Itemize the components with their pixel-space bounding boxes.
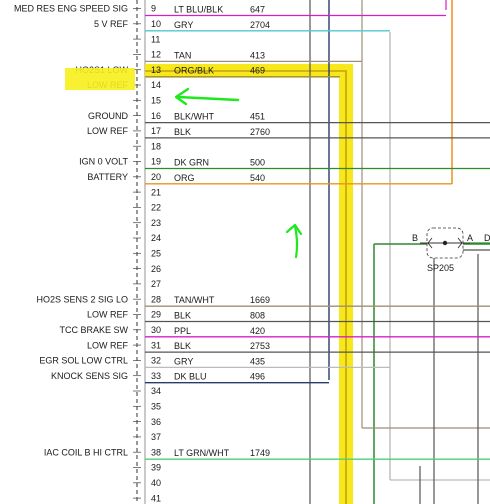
- signal-label: BATTERY: [87, 172, 128, 182]
- pin-number: 41: [151, 493, 161, 503]
- wire-color-label: DK BLU: [174, 372, 207, 382]
- pin-number: 19: [151, 157, 161, 167]
- pin-number: 33: [151, 371, 161, 381]
- signal-label: GROUND: [88, 111, 128, 121]
- wire-circuit-number: 2760: [250, 127, 270, 137]
- signal-label: LOW REF: [87, 126, 129, 136]
- wire-color-label: DK GRN: [174, 158, 209, 168]
- wire-color-label: BLK: [174, 127, 191, 137]
- wire-circuit-number: 2704: [250, 20, 270, 30]
- wire-circuit-number: 420: [250, 326, 265, 336]
- signal-label: MED RES ENG SPEED SIG: [14, 4, 128, 14]
- pin-number: 36: [151, 417, 161, 427]
- pin-number: 11: [151, 34, 160, 44]
- pin-number: 37: [151, 432, 161, 442]
- signal-label: IGN 0 VOLT: [79, 157, 128, 167]
- signal-label: KNOCK SENS SIG: [51, 371, 128, 381]
- wire-circuit-number: 1669: [250, 295, 270, 305]
- pin-number: 29: [151, 310, 161, 320]
- wire-color-label: TAN: [174, 50, 191, 60]
- wire-circuit-number: 469: [250, 66, 265, 76]
- pin-number: 10: [151, 19, 161, 29]
- wire-circuit-number: 2753: [250, 341, 270, 351]
- annotation-arrowhead-up-icon: [285, 223, 303, 236]
- pin-number: 26: [151, 264, 161, 274]
- pin-number: 32: [151, 356, 161, 366]
- wire-circuit-number: 500: [250, 158, 265, 168]
- wire-color-label: GRY: [174, 356, 193, 366]
- splice-node-icon: [442, 240, 448, 246]
- signal-label: HO2S SENS 2 SIG LO: [36, 294, 128, 304]
- annotation-arrow-up-icon: [293, 224, 299, 259]
- pin-number: 38: [151, 447, 161, 457]
- signal-label: LOW REF: [87, 310, 129, 320]
- pin-number: 14: [151, 80, 161, 90]
- wire-color-label: ORG: [174, 173, 195, 183]
- wire-circuit-number: 647: [250, 5, 265, 15]
- wire-circuit-number: 1749: [250, 448, 270, 458]
- signal-label: 5 V REF: [94, 19, 129, 29]
- pin-number: 25: [151, 249, 161, 259]
- pin-number: 40: [151, 478, 161, 488]
- wire-circuit-number: 496: [250, 372, 265, 382]
- pin-number: 15: [151, 96, 161, 106]
- pin-number: 16: [151, 111, 161, 121]
- pin-number: 9: [151, 4, 156, 14]
- pin-number: 27: [151, 279, 161, 289]
- annotation-group: [65, 68, 303, 259]
- annotation-arrowhead-left-icon: [174, 87, 190, 106]
- wire-color-label: BLK: [174, 341, 191, 351]
- wire-color-label: BLK: [174, 311, 191, 321]
- pin-number: 30: [151, 325, 161, 335]
- wire-color-label: TAN/WHT: [174, 295, 215, 305]
- pin-number: 39: [151, 463, 161, 473]
- splice-name: SP205: [427, 263, 454, 273]
- pin-number: 12: [151, 50, 161, 60]
- highlighted-trace: [145, 70, 347, 504]
- pin-number: 13: [151, 65, 161, 75]
- wire-circuit-number: 451: [250, 112, 265, 122]
- wire-circuit-number: 413: [250, 50, 265, 60]
- pin-number: 28: [151, 294, 161, 304]
- wire-circuit-number: 435: [250, 356, 265, 366]
- pin-number: 35: [151, 402, 161, 412]
- wire-color-label: LT GRN/WHT: [174, 448, 230, 458]
- pin-number-column: 9 10 11 12 13 14 15 16 17 18 19 20 21 22 23 24 25 26 27 28 2…: [133, 4, 161, 503]
- splice-side-d: D: [484, 233, 490, 243]
- pin-number: 21: [151, 187, 161, 197]
- wire-color-label: LT BLU/BLK: [174, 5, 223, 15]
- pin-number: 34: [151, 386, 161, 396]
- pin-number: 20: [151, 172, 161, 182]
- pin-number: 23: [151, 218, 161, 228]
- splice-left-chevron-icon: [427, 237, 433, 249]
- pin-number: 18: [151, 141, 161, 151]
- splice-side-b: B: [412, 233, 418, 243]
- pin-number: 17: [151, 126, 161, 136]
- annotation-arrow-left-icon: [176, 95, 240, 102]
- label-highlight-box: [65, 68, 135, 90]
- signal-label: IAC COIL B HI CTRL: [44, 447, 128, 457]
- wire-color-label: PPL: [174, 326, 191, 336]
- splice-right-chevron-icon: [457, 237, 463, 249]
- wire-color-label: BLK/WHT: [174, 112, 215, 122]
- signal-label: EGR SOL LOW CTRL: [39, 356, 128, 366]
- pin-number: 22: [151, 203, 161, 213]
- pin-number: 31: [151, 340, 161, 350]
- wire-color-label: GRY: [174, 20, 193, 30]
- splice-sp205: B A D SP205: [412, 227, 490, 273]
- splice-side-a: A: [467, 233, 473, 243]
- signal-label: TCC BRAKE SW: [59, 325, 128, 335]
- pin-number: 24: [151, 233, 161, 243]
- signal-label: LOW REF: [87, 340, 129, 350]
- wire-circuit-number: 540: [250, 173, 265, 183]
- wire-color-label: ORG/BLK: [174, 66, 214, 76]
- wire-circuit-number: 808: [250, 311, 265, 321]
